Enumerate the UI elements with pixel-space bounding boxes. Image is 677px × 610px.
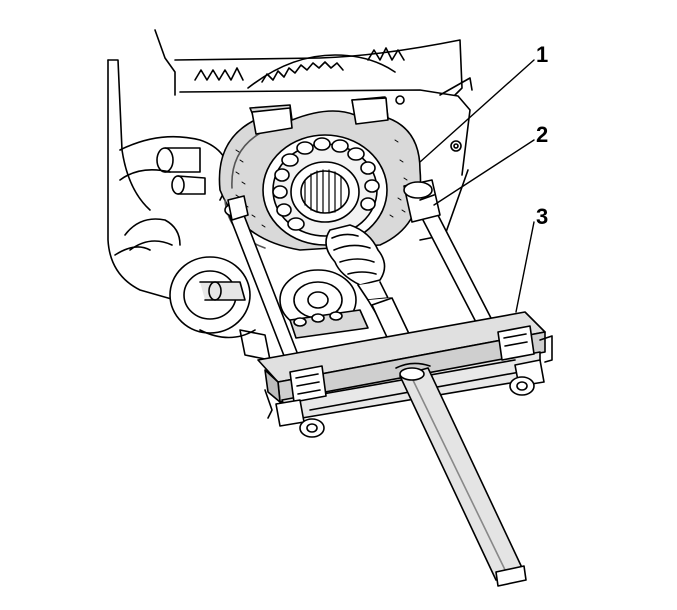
puller-crossbar [257, 311, 553, 438]
bearing-rollers [272, 137, 380, 231]
leader-lines [419, 59, 535, 313]
callout-1: 1 [536, 42, 548, 67]
leader-line-3 [515, 221, 535, 313]
callouts: 1 2 3 [536, 42, 548, 229]
roller-bearing [262, 134, 388, 246]
leader-line-2 [433, 139, 535, 206]
callout-3: 3 [536, 204, 548, 229]
transmission-housing [107, 29, 473, 361]
lower-gear [279, 269, 369, 339]
leader-line-1 [419, 59, 535, 163]
puller-handle [395, 362, 527, 587]
callout-2: 2 [536, 122, 548, 147]
